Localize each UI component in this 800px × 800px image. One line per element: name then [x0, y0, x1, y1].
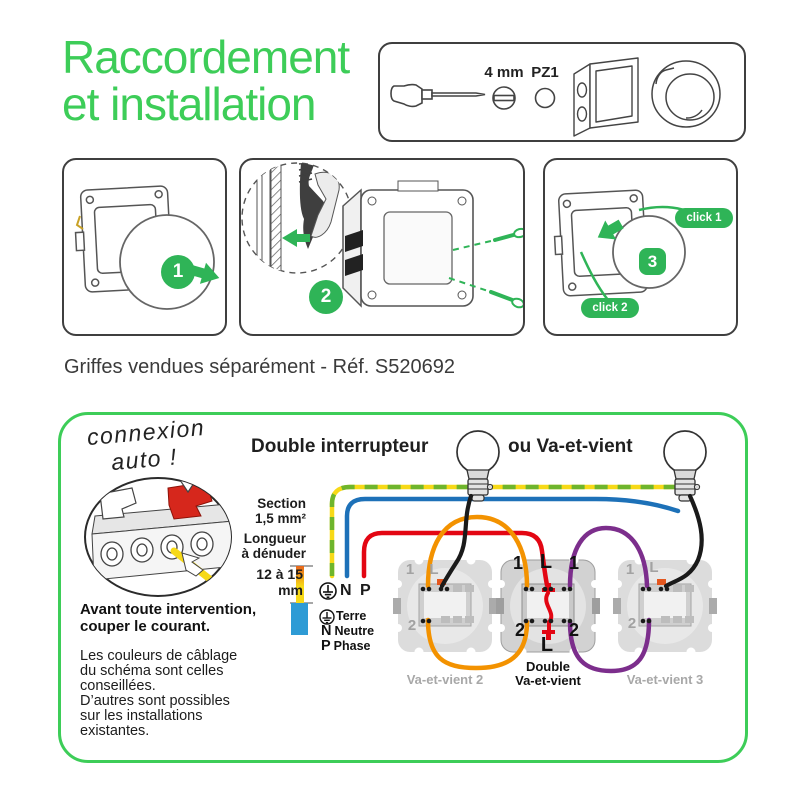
sw3-name: Va-et-vient 3	[626, 672, 704, 687]
bit-type-label: PZ1	[531, 64, 559, 81]
terminal-dots	[420, 586, 670, 624]
handwritten-note: connexion auto !	[86, 414, 209, 478]
l-terminal-mark	[437, 579, 446, 585]
sw2-terminal-2a: 2	[514, 620, 525, 640]
screwdriver-size-label: 4 mm	[484, 64, 524, 81]
sw1-terminal-l: L	[429, 561, 439, 578]
page-title: Raccordement et installation	[62, 31, 350, 130]
bare-copper	[296, 566, 304, 603]
click-2-lead	[579, 251, 609, 301]
wire-phase	[361, 530, 550, 588]
wire-purple-bottom	[567, 617, 652, 674]
arrow-right-icon	[187, 262, 220, 284]
step-2-illustration	[241, 162, 527, 309]
l-terminal-mark	[657, 579, 666, 585]
legend-p-label: Phase	[333, 639, 371, 653]
strip-length-label: Longueur à dénuder	[241, 531, 306, 561]
strip-range-label: 12 à 15 mm	[256, 566, 303, 598]
wall-hatch	[270, 163, 282, 273]
arrow-left-icon	[282, 229, 310, 247]
claw-front-1	[345, 230, 363, 252]
wire-orange-bottom	[425, 617, 530, 671]
auto-connection-illustration	[84, 477, 232, 597]
trim-ring-icon	[651, 60, 721, 128]
diagram-title-left: Double interrupteur	[251, 436, 429, 457]
click-1-badge: click 1	[675, 208, 733, 228]
step-1-card: 1	[62, 158, 227, 336]
bulb-1	[456, 430, 500, 502]
step-3-illustration	[553, 189, 702, 301]
sw2-terminal-2b: 2	[568, 620, 579, 640]
warning-text: Avant toute intervention, couper le cour…	[80, 601, 257, 635]
screwdrivers-green	[448, 227, 527, 309]
wire-neutral	[344, 496, 681, 579]
sw1-terminal-2: 2	[407, 617, 417, 634]
click-2-badge: click 2	[581, 298, 639, 318]
bulb-2	[663, 430, 707, 502]
strip-illustration	[290, 565, 313, 635]
supply-np-label: N P	[340, 582, 373, 599]
step-1-illustration	[74, 185, 220, 310]
legend-terre: Terre	[336, 609, 367, 623]
step-3-card: 3 click 1 click 2	[543, 158, 738, 336]
lever-open	[99, 487, 137, 520]
screw-thread	[298, 163, 313, 183]
legend-n-key: N	[321, 623, 332, 639]
pozidriv-icon	[534, 87, 556, 109]
wiring-diagram	[84, 430, 717, 674]
sw3-terminal-2: 2	[627, 615, 637, 632]
separate-claws-note: Griffes vendues séparément - Réf. S52069…	[64, 356, 455, 378]
arrow-left-icon	[597, 219, 624, 240]
screw-4mm-icon	[492, 86, 516, 110]
sw1-name: Va-et-vient 2	[406, 672, 484, 687]
wire-earth-stripe	[329, 484, 688, 576]
insulation-blue	[291, 603, 308, 635]
legend-p-key: P	[321, 638, 331, 654]
wire-section-label: Section 1,5 mm²	[254, 496, 306, 526]
wire-purple-top	[567, 525, 650, 589]
sw2-name: Double Va-et-vient	[515, 659, 581, 688]
tools-illustration	[390, 57, 721, 137]
tools-box: 4 mm PZ1	[378, 42, 746, 142]
wire-black-2	[663, 493, 704, 589]
sw3-terminal-l: L	[649, 559, 659, 576]
sw1-terminal-1: 1	[405, 561, 415, 578]
sw2-terminal-l-top: L	[539, 551, 553, 573]
wire-tip	[213, 581, 225, 593]
sw2-terminal-1b: 1	[568, 553, 579, 573]
sw2-terminal-l-bottom: L	[540, 634, 554, 656]
claw-dark	[299, 163, 326, 249]
earth-symbol-legend	[319, 609, 335, 625]
claw-hint	[75, 215, 84, 230]
legend-n-label: Neutre	[334, 624, 375, 638]
wall-box-icon	[573, 57, 639, 137]
switch-va-et-vient-2	[393, 555, 497, 657]
info-text: Les couleurs de câblage du schéma sont c…	[80, 648, 238, 739]
step-3-badge: 3	[639, 248, 666, 275]
diagram-title-right: ou Va-et-vient	[508, 436, 633, 457]
step-2-card: 2	[239, 158, 527, 336]
wire-black-1	[439, 493, 474, 589]
insert-arrow-icon	[181, 552, 204, 577]
screwdriver-icon	[390, 83, 486, 108]
step-1-badge: 1	[161, 255, 195, 289]
earth-symbol-supply	[319, 582, 337, 600]
wire-orange-top	[425, 514, 530, 589]
sw2-terminal-1a: 1	[512, 553, 523, 573]
sw3-terminal-1: 1	[625, 561, 635, 578]
step-2-badge: 2	[309, 280, 343, 314]
claw-front-2	[345, 254, 363, 276]
